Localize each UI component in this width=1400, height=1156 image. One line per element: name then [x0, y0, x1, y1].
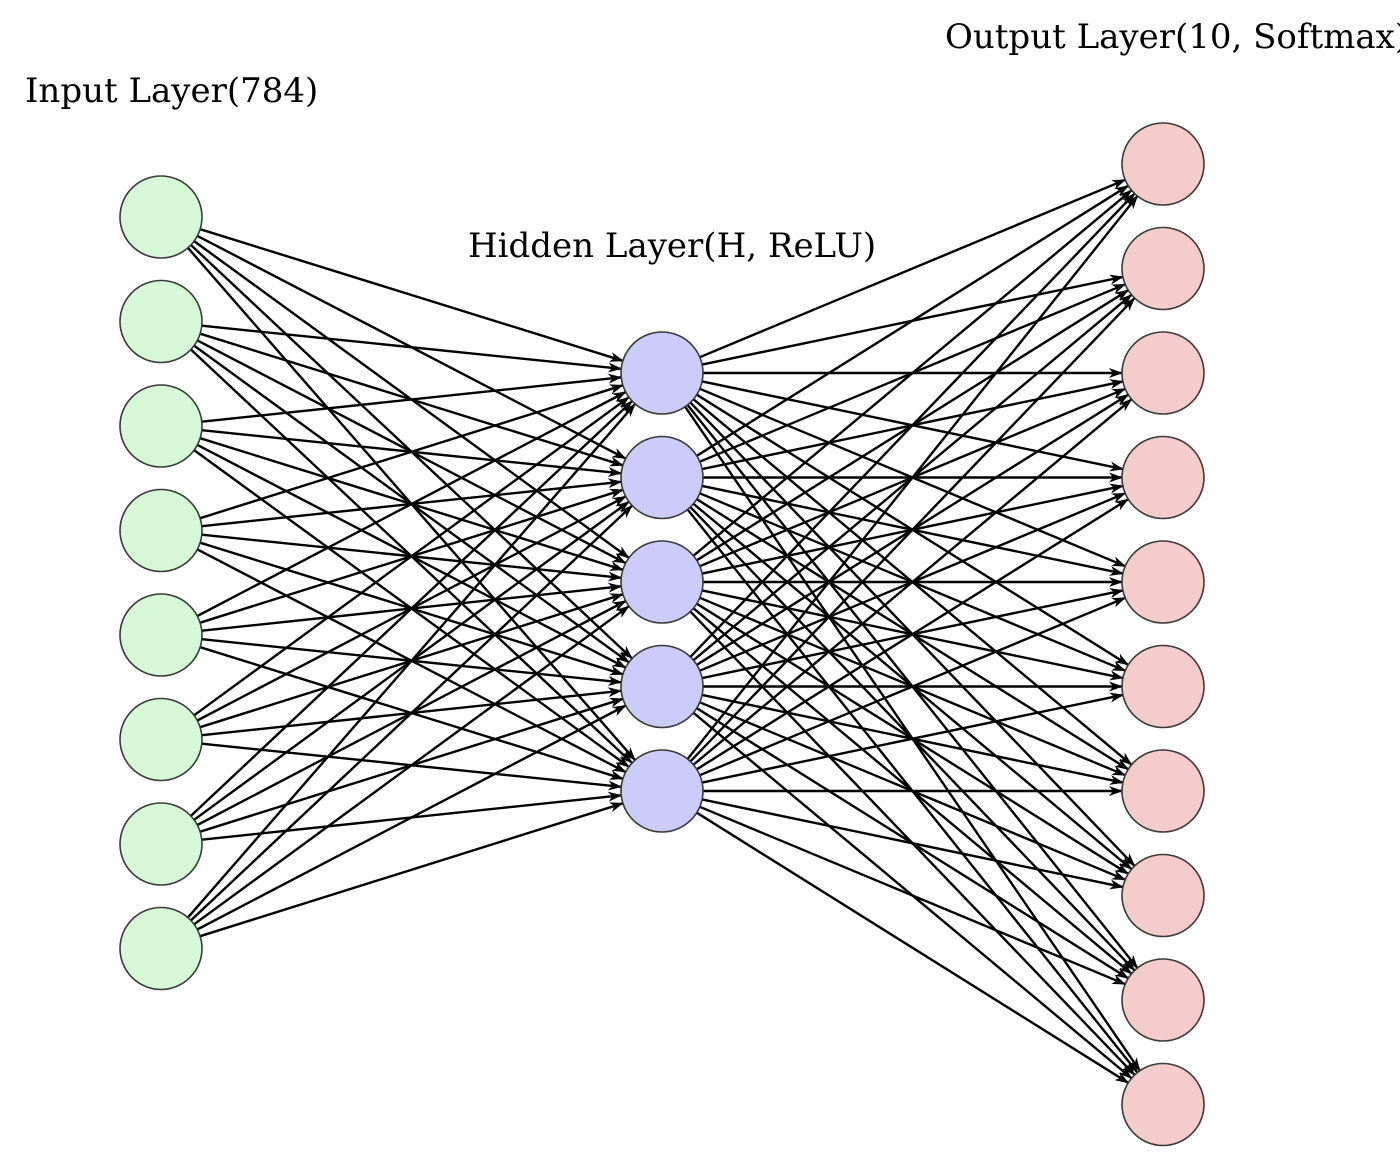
output-node-9 — [1121, 958, 1205, 1042]
input-layer-label: Input Layer(784) — [25, 71, 318, 111]
output-node-4 — [1121, 435, 1205, 520]
edge-input-3-to-hidden-1 — [201, 373, 623, 423]
edge-input-2-to-hidden-1 — [201, 324, 623, 373]
input-node-4 — [119, 488, 203, 573]
edge-hidden-5-to-output-10 — [696, 811, 1130, 1084]
edge-input-8-to-hidden-2 — [190, 504, 633, 922]
output-node-3 — [1121, 331, 1205, 415]
input-node-6 — [119, 697, 203, 782]
edge-input-8-to-hidden-3 — [193, 605, 630, 926]
hidden-node-2 — [620, 435, 704, 520]
input-node-8 — [119, 906, 203, 991]
hidden-node-3 — [620, 540, 704, 624]
edge-input-5-to-hidden-1 — [196, 390, 627, 618]
output-node-8 — [1121, 853, 1205, 938]
edge-hidden-2-to-output-1 — [696, 184, 1130, 457]
edge-input-8-to-hidden-4 — [196, 704, 627, 931]
edge-input-8-to-hidden-1 — [186, 403, 637, 919]
input-node-3 — [119, 384, 203, 468]
edge-hidden-5-to-output-3 — [692, 398, 1133, 766]
edge-input-7-to-hidden-1 — [190, 400, 633, 817]
output-layer-label: Output Layer(10, Softmax) — [945, 17, 1400, 57]
edge-hidden-5-to-output-6 — [701, 692, 1124, 784]
input-node-5 — [119, 593, 203, 677]
output-node-1 — [1121, 122, 1205, 206]
output-node-10 — [1121, 1062, 1205, 1147]
connection-edges — [186, 178, 1141, 1084]
input-node-2 — [119, 279, 203, 364]
edge-hidden-1-to-output-1 — [699, 178, 1127, 359]
output-node-2 — [1121, 226, 1205, 311]
output-node-7 — [1121, 749, 1205, 833]
input-node-1 — [119, 175, 203, 259]
output-node-6 — [1121, 644, 1205, 729]
hidden-node-4 — [620, 644, 704, 729]
edge-hidden-5-to-output-4 — [696, 498, 1130, 771]
edge-input-1-to-hidden-1 — [199, 228, 624, 362]
edge-hidden-5-to-output-2 — [689, 297, 1136, 763]
edge-hidden-5-to-output-5 — [699, 596, 1127, 777]
hidden-node-1 — [620, 331, 704, 415]
edge-input-4-to-hidden-1 — [199, 384, 624, 520]
output-node-5 — [1121, 540, 1205, 624]
edge-hidden-4-to-output-1 — [689, 192, 1136, 658]
edge-hidden-5-to-output-9 — [699, 805, 1127, 986]
edge-hidden-5-to-output-1 — [686, 195, 1139, 760]
edge-hidden-5-to-output-8 — [701, 798, 1124, 890]
edge-input-8-to-hidden-5 — [199, 802, 624, 938]
neuron-nodes — [119, 122, 1205, 1147]
hidden-node-5 — [620, 749, 704, 833]
edge-input-6-to-hidden-1 — [193, 396, 630, 717]
hidden-layer-label: Hidden Layer(H, ReLU) — [468, 226, 876, 266]
input-node-7 — [119, 802, 203, 886]
edge-hidden-3-to-output-1 — [692, 189, 1133, 557]
